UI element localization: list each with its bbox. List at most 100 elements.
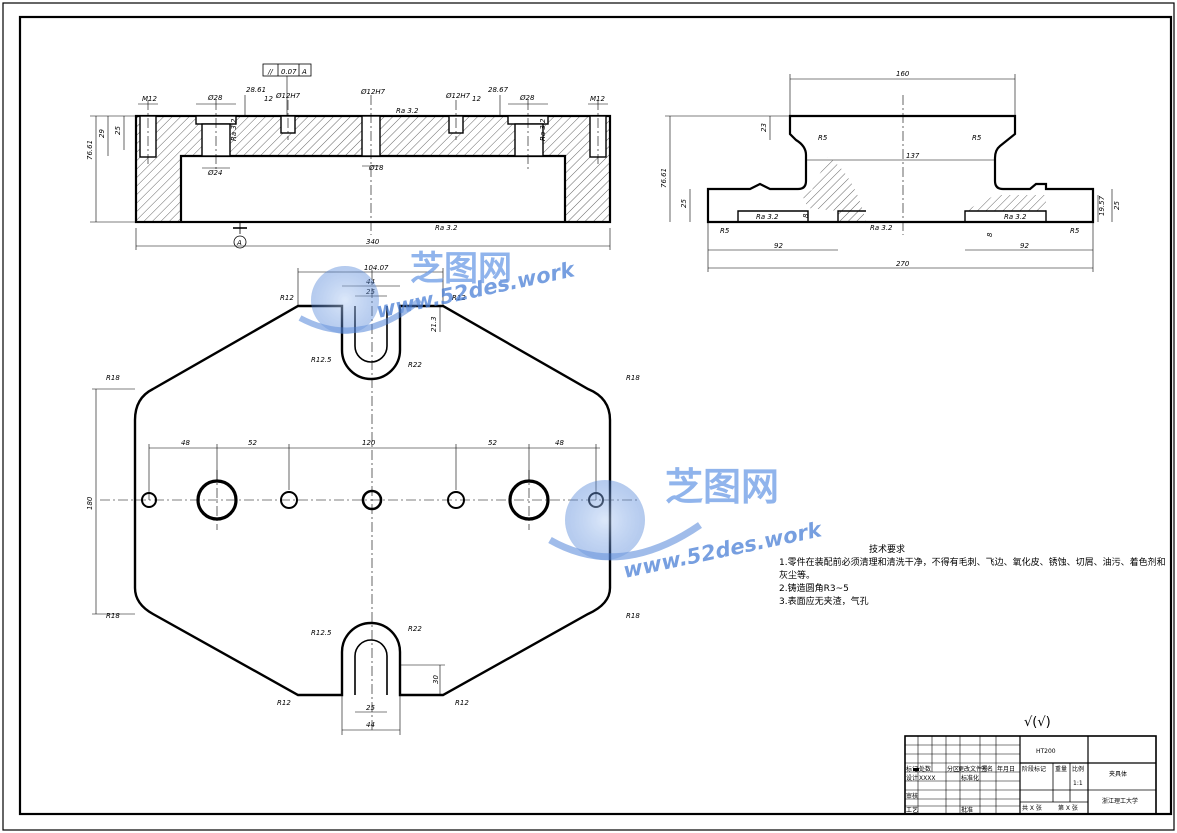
- dim-25-right: 25: [1113, 201, 1121, 210]
- ra-3-2-top: Ra 3.2: [396, 107, 419, 115]
- institution-text: 浙江理工大学: [1102, 797, 1138, 805]
- plan-view: [92, 268, 640, 735]
- dim-r22-bot: R22: [408, 625, 422, 633]
- tech-requirement-1: 1.零件在装配前必须清理和清洗干净，不得有毛刺、飞边、氧化皮、锈蚀、切屑、油污、…: [779, 558, 1166, 581]
- datum-label: A: [236, 239, 242, 247]
- side-view: [665, 74, 1113, 272]
- col-label-change-doc: 更改文件号: [958, 765, 988, 773]
- dim-r5-b: R5: [972, 134, 982, 142]
- dim-r12-br: R12: [455, 699, 469, 707]
- dim-25-left: 25: [680, 199, 688, 208]
- dim-d12h7-center: Ø12H7: [360, 88, 386, 96]
- watermark-top: 芝图网 www.52des.work: [298, 249, 579, 334]
- dim-44-bot: 44: [366, 721, 375, 729]
- dim-d24: Ø24: [207, 169, 222, 177]
- flatness-value: 0.07: [281, 68, 297, 76]
- row-label-design: 设计: [906, 774, 918, 782]
- dim-r18-tl: R18: [106, 374, 120, 382]
- side-view-labels: 160 137 92 92 270 R5 R5 R5 R5 23 76.61 2…: [660, 70, 1121, 268]
- dim-270: 270: [896, 260, 910, 268]
- dim-gap12-left: 12: [264, 95, 273, 103]
- dim-48-right: 48: [555, 439, 564, 447]
- dim-r5-c: R5: [720, 227, 730, 235]
- col-label-date: 年月日: [997, 765, 1015, 773]
- dim-r18-bl: R18: [106, 612, 120, 620]
- dim-m12-left: M12: [142, 95, 157, 103]
- dim-120: 120: [362, 439, 376, 447]
- flatness-symbol: //: [267, 68, 273, 76]
- dim-d12h7-left: Ø12H7: [275, 92, 301, 100]
- dim-r18-br: R18: [626, 612, 640, 620]
- dim-r12-bl: R12: [277, 699, 291, 707]
- dim-height-25: 25: [114, 126, 122, 135]
- flatness-datum-ref: A: [301, 68, 307, 76]
- tech-requirement-3: 3.表面应无夹渣，气孔: [779, 597, 869, 607]
- dim-width-340: 340: [366, 238, 380, 246]
- dim-height-29: 29: [98, 129, 106, 138]
- ra-side-bottom: Ra 3.2: [870, 224, 893, 232]
- part-name-text: 夹具体: [1109, 770, 1127, 778]
- dim-23: 23: [760, 123, 768, 132]
- approval-label: 批准: [961, 806, 973, 814]
- dim-104-07: 104.07: [364, 264, 389, 272]
- dim-m12-right: M12: [590, 95, 605, 103]
- dim-r12-tr: R12: [452, 294, 466, 302]
- scale-value: 1:1: [1073, 780, 1083, 787]
- ra-3-2-bottom: Ra 3.2: [435, 224, 458, 232]
- ra-3-2-right: Ra 3.2: [539, 118, 547, 141]
- col-label-signature: 签名: [981, 765, 993, 773]
- dim-28-67: 28.67: [488, 86, 509, 94]
- dim-r5-d: R5: [1070, 227, 1080, 235]
- globe-icon: [311, 266, 379, 334]
- designer-placeholder: XXXX: [919, 775, 935, 782]
- surface-finish-note: √(√): [1024, 715, 1051, 730]
- row-label-review: 审核: [906, 792, 918, 800]
- col-label-count: 处数: [919, 765, 931, 773]
- dim-8-right: 8: [986, 232, 994, 237]
- dim-d28-right: Ø28: [519, 94, 535, 102]
- watermark-brand-middle: 芝图网: [665, 465, 779, 509]
- dim-137: 137: [906, 152, 920, 160]
- dim-48-left: 48: [181, 439, 190, 447]
- scale-label: 比例: [1072, 765, 1084, 773]
- dim-r18-tr: R18: [626, 374, 640, 382]
- ra-side-left: Ra 3.2: [756, 213, 779, 221]
- dim-r12-tl: R12: [280, 294, 294, 302]
- dim-28-61: 28.61: [246, 86, 266, 94]
- ra-3-2-left: Ra 3.2: [230, 118, 238, 141]
- dim-d12h7-right: Ø12H7: [445, 92, 471, 100]
- row-label-mark: 标记: [906, 765, 918, 773]
- front-section-view: [90, 63, 612, 250]
- sheet-number: 第 X 张: [1058, 804, 1078, 812]
- inner-frame: [18, 15, 1173, 816]
- ra-side-right: Ra 3.2: [1004, 213, 1027, 221]
- dim-92-right: 92: [1020, 242, 1029, 250]
- plan-view-labels: 104.07 44 25 21.3 R12 R12 R12 R12 R12.5 …: [86, 264, 640, 729]
- tech-requirement-2: 2.铸造圆角R3~5: [779, 584, 849, 594]
- dim-r12-5-top: R12.5: [311, 356, 332, 364]
- dim-gap12-right: 12: [472, 95, 481, 103]
- dim-r22-top: R22: [408, 361, 422, 369]
- row-label-process: 工艺: [906, 806, 918, 814]
- dim-180: 180: [86, 496, 94, 510]
- dim-19-57: 19.57: [1098, 195, 1106, 216]
- title-block-labels: HT200 夹具体 浙江理工大学 标记 设计 审核 工艺 处数 分区 更改文件号…: [906, 748, 1138, 814]
- dim-d18: Ø18: [368, 164, 384, 172]
- globe-icon: [565, 480, 645, 560]
- dim-52-right: 52: [488, 439, 497, 447]
- dim-52-left: 52: [248, 439, 257, 447]
- front-view-labels: // 0.07 A A M12 M12 Ø28 Ø28 28.61 28.67 …: [86, 68, 605, 247]
- dim-30-bot: 30: [432, 675, 440, 684]
- col-label-zone: 分区: [947, 765, 959, 773]
- sheet-total: 共 X 张: [1022, 804, 1042, 812]
- dim-r5-a: R5: [818, 134, 828, 142]
- dim-21-3: 21.3: [430, 316, 438, 332]
- technical-requirements: 技术要求 1.零件在装配前必须清理和清洗干净，不得有毛刺、飞边、氧化皮、锈蚀、切…: [779, 544, 1171, 609]
- dim-8-left: 8: [802, 213, 810, 218]
- dim-160: 160: [896, 70, 910, 78]
- stage-label: 阶段标记: [1022, 765, 1046, 773]
- dim-92-left: 92: [774, 242, 783, 250]
- watermark-brand-top: 芝图网: [410, 249, 512, 289]
